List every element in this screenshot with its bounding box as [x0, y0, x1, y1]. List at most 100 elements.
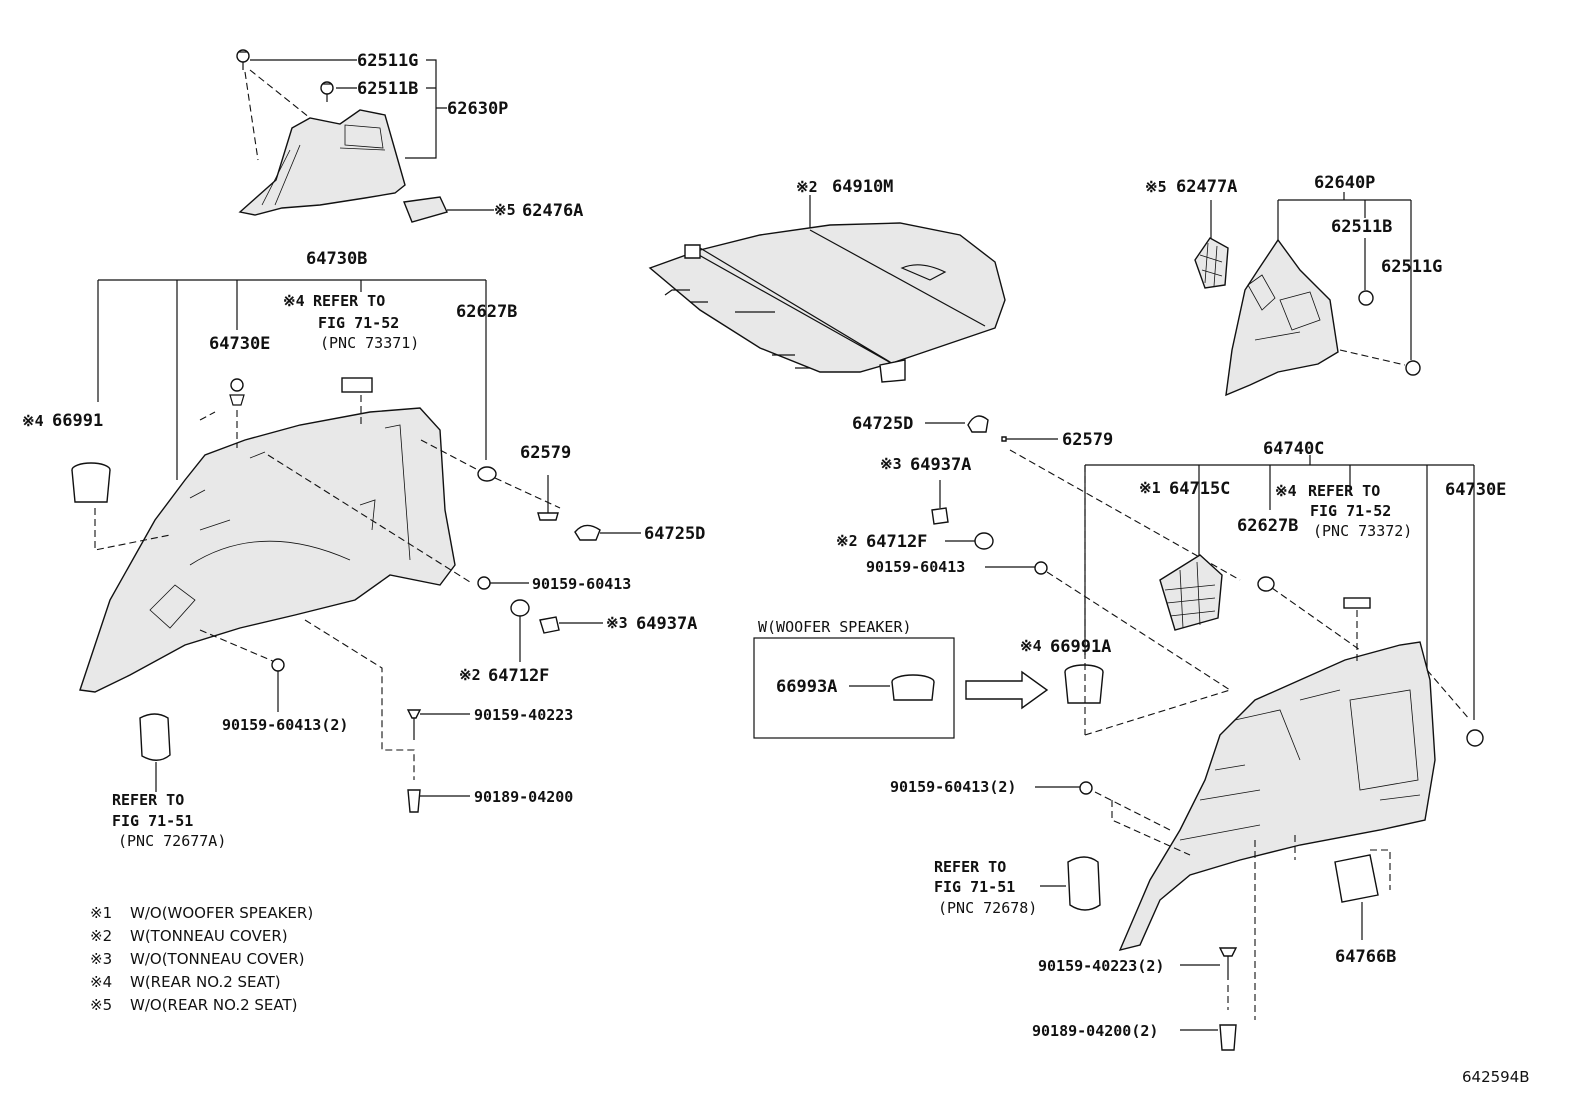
- screw-90159-60413-2-right: [1079, 781, 1093, 795]
- clip-90189-04200-left: [407, 789, 421, 813]
- label-90159-60413-2-right: 90159-60413(2): [890, 778, 1016, 796]
- label-90159-40223-left: 90159-40223: [474, 706, 573, 724]
- trim-64740C-group: [1035, 455, 1484, 1051]
- label-62477A: 62477A: [1176, 177, 1237, 197]
- br-refer-line2: FIG 71-51: [934, 878, 1015, 896]
- grommet-62627B-right: [1257, 576, 1275, 592]
- label-64937A-left: 64937A: [636, 614, 697, 634]
- handle-72678: [1067, 856, 1101, 911]
- grommet-62627B-left: [477, 466, 497, 482]
- label-64725D-mid: 64725D: [852, 414, 913, 434]
- label-90159-40223-2-right: 90159-40223(2): [1038, 957, 1164, 975]
- bl-refer-line2: FIG 71-51: [112, 812, 193, 830]
- legend-text-1: W/O(WOOFER SPEAKER): [130, 904, 313, 922]
- label-62511G-top: 62511G: [357, 51, 418, 71]
- label-66993A: 66993A: [776, 677, 837, 697]
- bl-refer-line1: REFER TO: [112, 791, 184, 809]
- trim-62630P: [238, 109, 406, 216]
- clip-64725D-left: [574, 524, 601, 541]
- woofer-speaker-box: [753, 637, 1104, 739]
- screw-90159-60413-left: [477, 576, 491, 590]
- mark-5-62476A: ※5: [494, 201, 516, 219]
- label-62511G-right: 62511G: [1381, 257, 1442, 277]
- clip-64937A-left: [539, 616, 560, 634]
- label-62640P: 62640P: [1314, 173, 1375, 193]
- mark-2-64910M: ※2: [796, 178, 818, 196]
- pad-64715C: [1159, 554, 1223, 631]
- label-64937A-mid: 64937A: [910, 455, 971, 475]
- label-90159-60413-mid: 90159-60413: [866, 558, 965, 576]
- label-64730E-right: 64730E: [1445, 480, 1506, 500]
- screw-90159-40223-left: [406, 709, 422, 719]
- mark-4-66991: ※4: [22, 412, 44, 430]
- trim-62640P-group: [1194, 192, 1421, 397]
- label-64730E-left: 64730E: [209, 334, 270, 354]
- arrow-icon: [965, 670, 1049, 710]
- label-62627B-right: 62627B: [1237, 516, 1298, 536]
- mark-4-left-refer: ※4: [283, 292, 305, 310]
- screw-90159-60413-2-left: [271, 658, 285, 672]
- legend-mark-3: ※3: [90, 950, 112, 968]
- mark-2-64712F-left: ※2: [459, 666, 481, 684]
- trim-62640P: [1225, 238, 1339, 397]
- label-62511B-right: 62511B: [1331, 217, 1392, 237]
- legend-text-3: W/O(TONNEAU COVER): [130, 950, 304, 968]
- cup-66991A: [1064, 671, 1104, 704]
- clip-73371: [341, 377, 373, 393]
- right-refer-line1: REFER TO: [1308, 482, 1380, 500]
- label-64712F-left: 64712F: [488, 666, 549, 686]
- clip-64730E-right: [1466, 729, 1484, 747]
- clip-64730E-left: [230, 378, 244, 392]
- handle-72677A: [139, 713, 171, 761]
- woofer-box-frame: [753, 637, 955, 739]
- label-62511B-top: 62511B: [357, 79, 418, 99]
- woofer-box-title: W(WOOFER SPEAKER): [758, 618, 912, 636]
- clip-62511B-right: [1358, 290, 1374, 306]
- legend-mark-2: ※2: [90, 927, 112, 945]
- label-62627B-left: 62627B: [456, 302, 517, 322]
- label-64740C: 64740C: [1263, 439, 1324, 459]
- right-refer-line2: FIG 71-52: [1310, 502, 1391, 520]
- pin-62579-left: [537, 512, 559, 521]
- part-labels: 62511G 62511B 62630P ※5 62476A 64730B 64…: [22, 51, 1506, 1040]
- legend-text-4: W(REAR NO.2 SEAT): [130, 973, 281, 991]
- label-64725D-left: 64725D: [644, 524, 705, 544]
- trim-64740C: [1118, 641, 1436, 952]
- label-66991: 66991: [52, 411, 103, 431]
- trim-64730B: [79, 407, 456, 693]
- mark-2-64712F-mid: ※2: [836, 532, 858, 550]
- label-62579-mid: 62579: [1062, 430, 1113, 450]
- label-90189-04200-2-right: 90189-04200(2): [1032, 1022, 1158, 1040]
- label-66991A: 66991A: [1050, 637, 1111, 657]
- cup-66991: [71, 469, 111, 503]
- left-refer-line3: (PNC 73371): [320, 334, 419, 352]
- plug-64712F-mid: [974, 532, 994, 550]
- clip-73372: [1343, 597, 1371, 609]
- mark-5-62477A: ※5: [1145, 178, 1167, 196]
- trim-64730B-group: [71, 279, 641, 813]
- right-refer-line3: (PNC 73372): [1313, 522, 1412, 540]
- bl-refer-line3: (PNC 72677A): [118, 832, 226, 850]
- label-64910M: 64910M: [832, 177, 893, 197]
- legend-text-5: W/O(REAR NO.2 SEAT): [130, 996, 298, 1014]
- legend-mark-4: ※4: [90, 973, 112, 991]
- label-90159-60413-left: 90159-60413: [532, 575, 631, 593]
- plug-64712F-left: [510, 599, 530, 617]
- mark-3-64937A-mid: ※3: [880, 455, 902, 473]
- legend-text-2: W(TONNEAU COVER): [130, 927, 288, 945]
- clip-64725D-mid: [967, 415, 989, 433]
- label-90159-60413-2-left: 90159-60413(2): [222, 716, 348, 734]
- legend-mark-5: ※5: [90, 996, 112, 1014]
- label-64730B: 64730B: [306, 249, 367, 269]
- screw-90159-60413-mid: [1034, 561, 1048, 575]
- label-62476A: 62476A: [522, 201, 583, 221]
- pin-62579-mid: [1001, 436, 1007, 442]
- mark-1-64715C: ※1: [1139, 479, 1161, 497]
- woofer-66993A: [891, 681, 935, 701]
- label-64715C: 64715C: [1169, 479, 1230, 499]
- figure-id: 642594B: [1462, 1068, 1530, 1086]
- mark-4-right-refer: ※4: [1275, 482, 1297, 500]
- tonneau-cover-64910M: [648, 195, 1006, 383]
- clip-62511G-right: [1405, 360, 1421, 376]
